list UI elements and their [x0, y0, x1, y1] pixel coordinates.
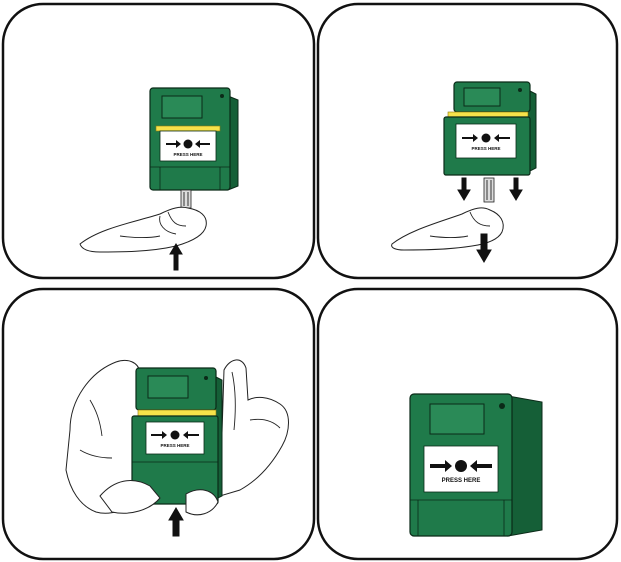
- call-point-device: PRESS HERE: [410, 394, 542, 536]
- panel-step-4: PRESS HERE: [318, 289, 617, 559]
- panel-step-2: PRESS HERE: [318, 4, 617, 278]
- press-here-text: PRESS HERE: [173, 152, 202, 157]
- press-here-text: PRESS HERE: [442, 478, 481, 484]
- panel-step-3: PRESS HERE: [3, 289, 314, 559]
- key-icon: [484, 178, 494, 202]
- call-point-device: PRESS HERE: [444, 82, 536, 175]
- call-point-device: PRESS HERE: [150, 88, 238, 190]
- panel-step-1: PRESS HERE: [3, 4, 314, 278]
- press-here-text: PRESS HERE: [160, 443, 189, 448]
- key-icon: [181, 190, 191, 208]
- press-here-text: PRESS HERE: [471, 146, 500, 151]
